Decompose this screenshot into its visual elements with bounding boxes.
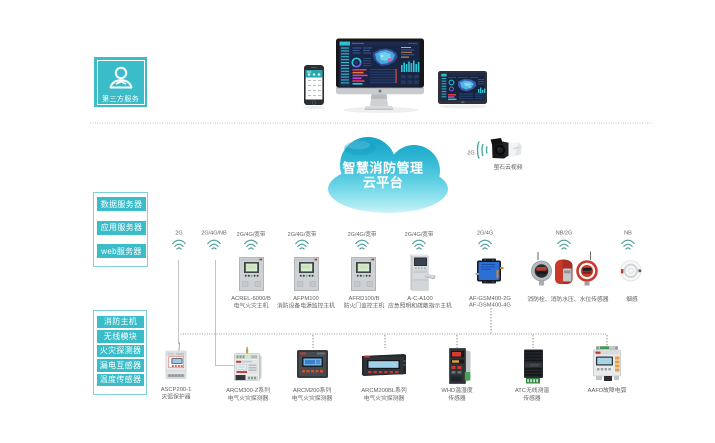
svg-text:云平台: 云平台 [363,175,404,190]
svg-text:智慧消防管理: 智慧消防管理 [342,161,423,176]
